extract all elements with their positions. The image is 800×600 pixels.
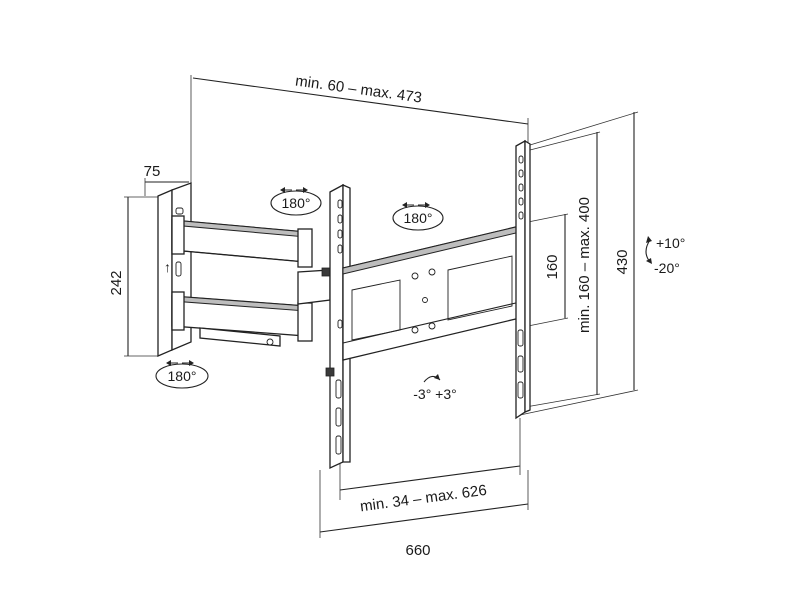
arm-swivel-label: 180° [282,195,311,211]
arm-extension-label: min. 60 – max. 473 [294,72,423,106]
tilt-up-label: +10° [656,235,685,251]
rotation-label: -3° +3° [413,386,457,402]
crossbar-frame [342,225,521,361]
vesa-vertical-label: min. 160 – max. 400 [576,197,593,333]
rotation-callout: -3° +3° [413,374,457,402]
bracket-height-label: 430 [614,249,631,274]
arm-swivel-callout: 180° [270,187,322,216]
articulating-arms [171,215,333,347]
rail-spacing-ext-bottom [527,317,569,327]
right-vertical-rail [515,139,531,420]
vesa-horizontal-label: min. 34 – max. 626 [359,482,488,516]
left-vertical-rail [325,183,351,470]
bracket-height-ext-bottom [519,389,639,416]
head-swivel-label: 180° [404,210,433,226]
vesa-horizontal-dim-line [339,465,521,491]
wall-height-label: 242 [108,270,125,295]
arm-extension-dim-line [192,77,529,125]
svg-text:↑: ↑ [164,259,171,275]
wall-swivel-callout: 180° [155,360,209,389]
rail-spacing-ext-top [527,213,569,223]
vesa-vertical-ext-top [529,131,601,151]
depth-label: 75 [144,163,161,180]
overall-width-label: 660 [405,542,430,559]
tilt-down-label: -20° [654,260,680,276]
head-swivel-callout: 180° [392,202,444,231]
overall-width-dim-line [319,503,529,533]
rail-spacing-label: 160 [544,254,561,279]
bracket-height-ext-top [529,111,639,146]
tilt-callout: +10° -20° [645,235,685,276]
vesa-vertical-ext-bottom [519,393,601,409]
wall-swivel-label: 180° [168,368,197,384]
